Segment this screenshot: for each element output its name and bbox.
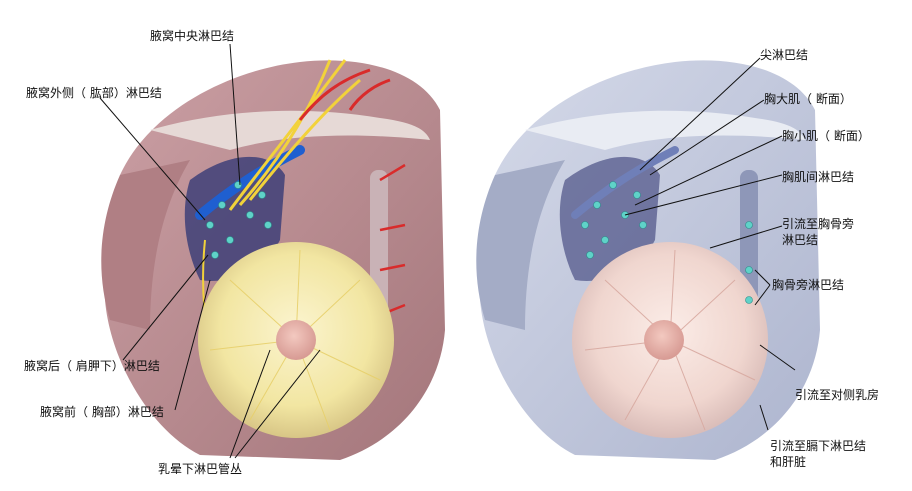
lymph-vessels-right [584,249,756,431]
label-subareolar-plexus: 乳晕下淋巴管丛 [158,462,243,476]
right-illustration [476,60,820,461]
nipple-left [276,320,316,360]
label-drain-subphrenic-2: 和肝脏 [770,455,807,469]
label-drain-parasternal-1: 引流至胸骨旁 [782,217,855,231]
axillary-vein-right [571,146,679,219]
label-drain-subphrenic-1: 引流至膈下淋巴结 [770,439,867,453]
label-drain-contralateral: 引流至对侧乳房 [795,388,880,402]
nipple-right [644,320,684,360]
label-apical-nodes: 尖淋巴结 [760,48,809,62]
label-axillary-lateral-nodes: 腋窝外侧（ 肱部）淋巴结 [26,86,162,100]
label-drain-parasternal-2: 淋巴结 [782,233,819,247]
label-pectoralis-major: 胸大肌（ 断面） [764,92,852,106]
axillary-nodes-right [581,181,647,259]
label-axillary-central-nodes: 腋窝中央淋巴结 [150,29,235,43]
axillary-nodes-left [206,181,272,259]
deltoid-right [476,160,565,330]
left-illustration [101,59,445,461]
clavicle-right [525,110,805,150]
artery-left [298,68,391,121]
label-interpectoral-nodes: 胸肌间淋巴结 [782,170,855,184]
lymph-vessels-left [209,249,381,431]
label-axillary-posterior-nodes: 腋窝后（ 肩胛下）淋巴结 [24,359,160,373]
intercostal-arteries-left [379,163,406,317]
label-axillary-anterior-nodes: 腋窝前（ 胸部）淋巴结 [40,405,164,419]
deltoid-left [101,160,190,330]
parasternal-nodes-right [745,221,753,304]
brachial-plexus-left [228,59,361,211]
leader-lines [99,43,796,459]
label-pectoralis-minor: 胸小肌（ 断面） [782,129,870,143]
label-parasternal-nodes: 胸骨旁淋巴结 [772,278,845,292]
